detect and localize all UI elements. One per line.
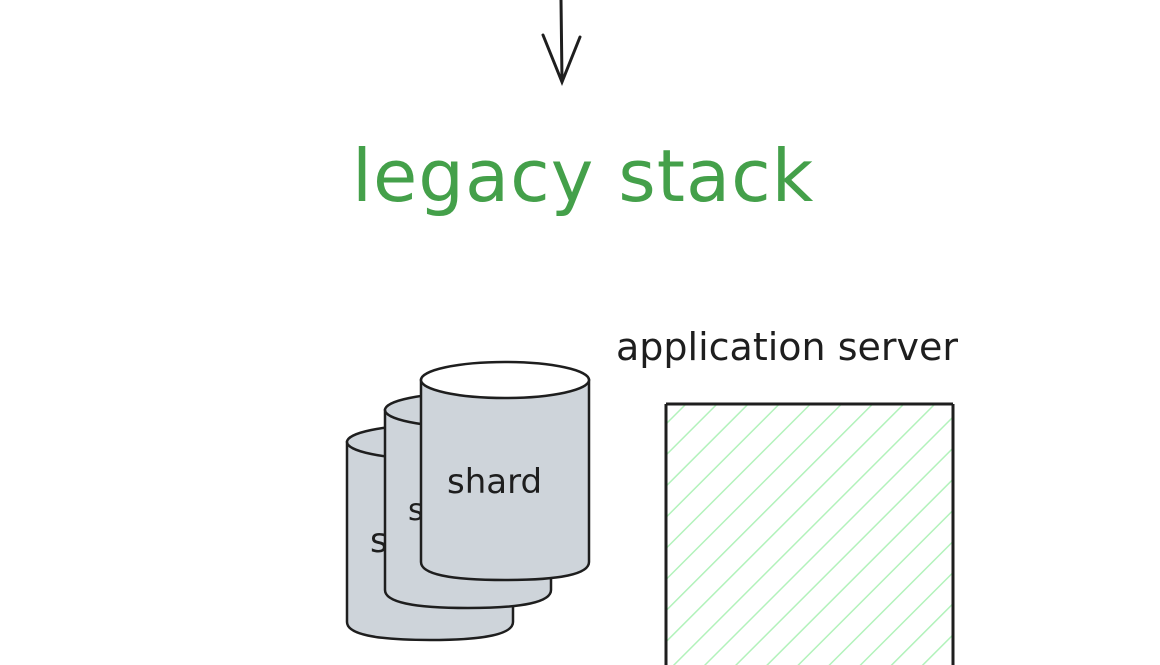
server-box xyxy=(664,402,955,665)
shard-label-back: s xyxy=(370,521,388,561)
arrow-down-icon xyxy=(541,0,582,87)
diagram-title: legacy stack xyxy=(352,134,815,218)
shard-label: shard xyxy=(447,462,542,502)
database-icon xyxy=(419,360,591,582)
shard-label-middle: s xyxy=(408,493,424,528)
server-label: application server xyxy=(616,325,958,369)
